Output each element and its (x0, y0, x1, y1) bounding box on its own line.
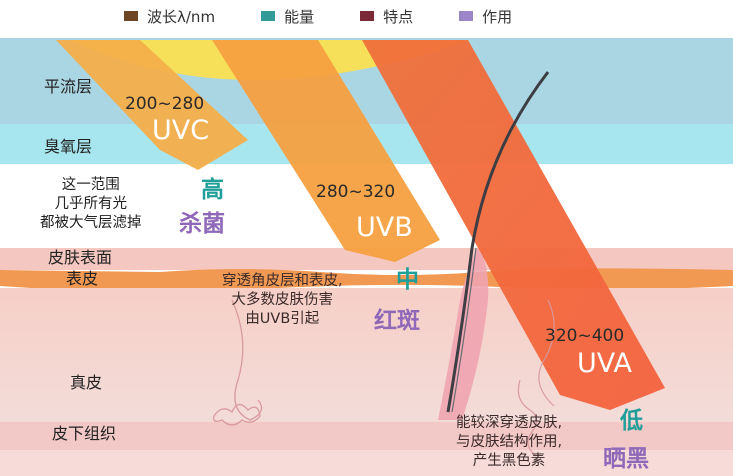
uvb-effect: 红斑 (374, 308, 420, 334)
uvb-note-line-1: 穿透角皮层和表皮, (222, 273, 343, 289)
uvc-beam (56, 40, 248, 170)
nerve-right (517, 379, 538, 457)
uva-note: 能较深穿透皮肤, 与皮肤结构作用, 产生黑色素 (456, 414, 562, 471)
legend-item: 能量 (261, 6, 314, 27)
uvc-note-line-3: 都被大气层滤掉 (40, 215, 142, 231)
uvc-effect: 杀菌 (179, 211, 225, 237)
uvc-energy: 高 (201, 177, 224, 203)
legend-swatch (360, 11, 375, 21)
legend-swatch (124, 11, 138, 21)
uvb-note-line-3: 由UVB引起 (245, 311, 320, 327)
hair-follicle (438, 248, 489, 420)
hair-shaft-highlight (451, 247, 477, 413)
nerve-far-right (538, 299, 555, 407)
uvc-note-line-2: 几乎所有光 (54, 196, 128, 212)
subcutaneous-band (0, 422, 733, 450)
epidermis-label: 表皮 (66, 269, 99, 288)
uva-effect: 晒黑 (603, 446, 649, 472)
uvb-note-line-2: 大多数皮肤伤害 (231, 292, 334, 308)
legend-item: 特点 (360, 6, 413, 27)
legend-swatch (261, 11, 276, 21)
skin-surface-label: 皮肤表面 (48, 248, 113, 267)
uvc-name: UVC (152, 115, 210, 146)
uva-name: UVA (577, 348, 632, 379)
legend-label: 波长λ/nm (147, 7, 216, 26)
bottom-band (0, 450, 733, 476)
uva-beam (362, 40, 665, 410)
uva-energy: 低 (620, 408, 643, 434)
nerve-loop-left (213, 403, 261, 426)
ozone-label: 臭氧层 (44, 137, 93, 156)
uvc-note: 这一范围 几乎所有光 都被大气层滤掉 (40, 176, 142, 233)
uva-note-line-3: 产生黑色素 (472, 453, 546, 469)
legend-label: 作用 (482, 7, 513, 26)
legend-item: 波长λ/nm (124, 6, 215, 27)
uvb-name: UVB (356, 212, 413, 243)
legend-label: 特点 (383, 7, 414, 26)
legend-label: 能量 (284, 7, 315, 26)
stratosphere-label: 平流层 (44, 77, 93, 96)
legend-item: 作用 (459, 6, 512, 27)
uva-note-line-1: 能较深穿透皮肤, (456, 415, 563, 431)
legend-swatch (459, 11, 474, 21)
dermis-label: 真皮 (70, 373, 103, 392)
uvb-note: 穿透角皮层和表皮, 大多数皮肤伤害 由UVB引起 (222, 272, 343, 329)
legend: 波长λ/nm 能量 特点 作用 (124, 6, 558, 26)
uvc-note-line-1: 这一范围 (61, 177, 120, 193)
uva-note-line-2: 与皮肤结构作用, (456, 434, 563, 450)
uvb-energy: 中 (396, 267, 419, 293)
hair-shaft (446, 71, 550, 413)
uvc-range: 200~280 (125, 94, 205, 114)
uvb-beam (212, 40, 440, 262)
uva-range: 320~400 (545, 326, 625, 346)
nerve-left (231, 299, 263, 421)
uvb-range: 280~320 (316, 182, 396, 202)
subcutaneous-label: 皮下组织 (52, 424, 117, 443)
